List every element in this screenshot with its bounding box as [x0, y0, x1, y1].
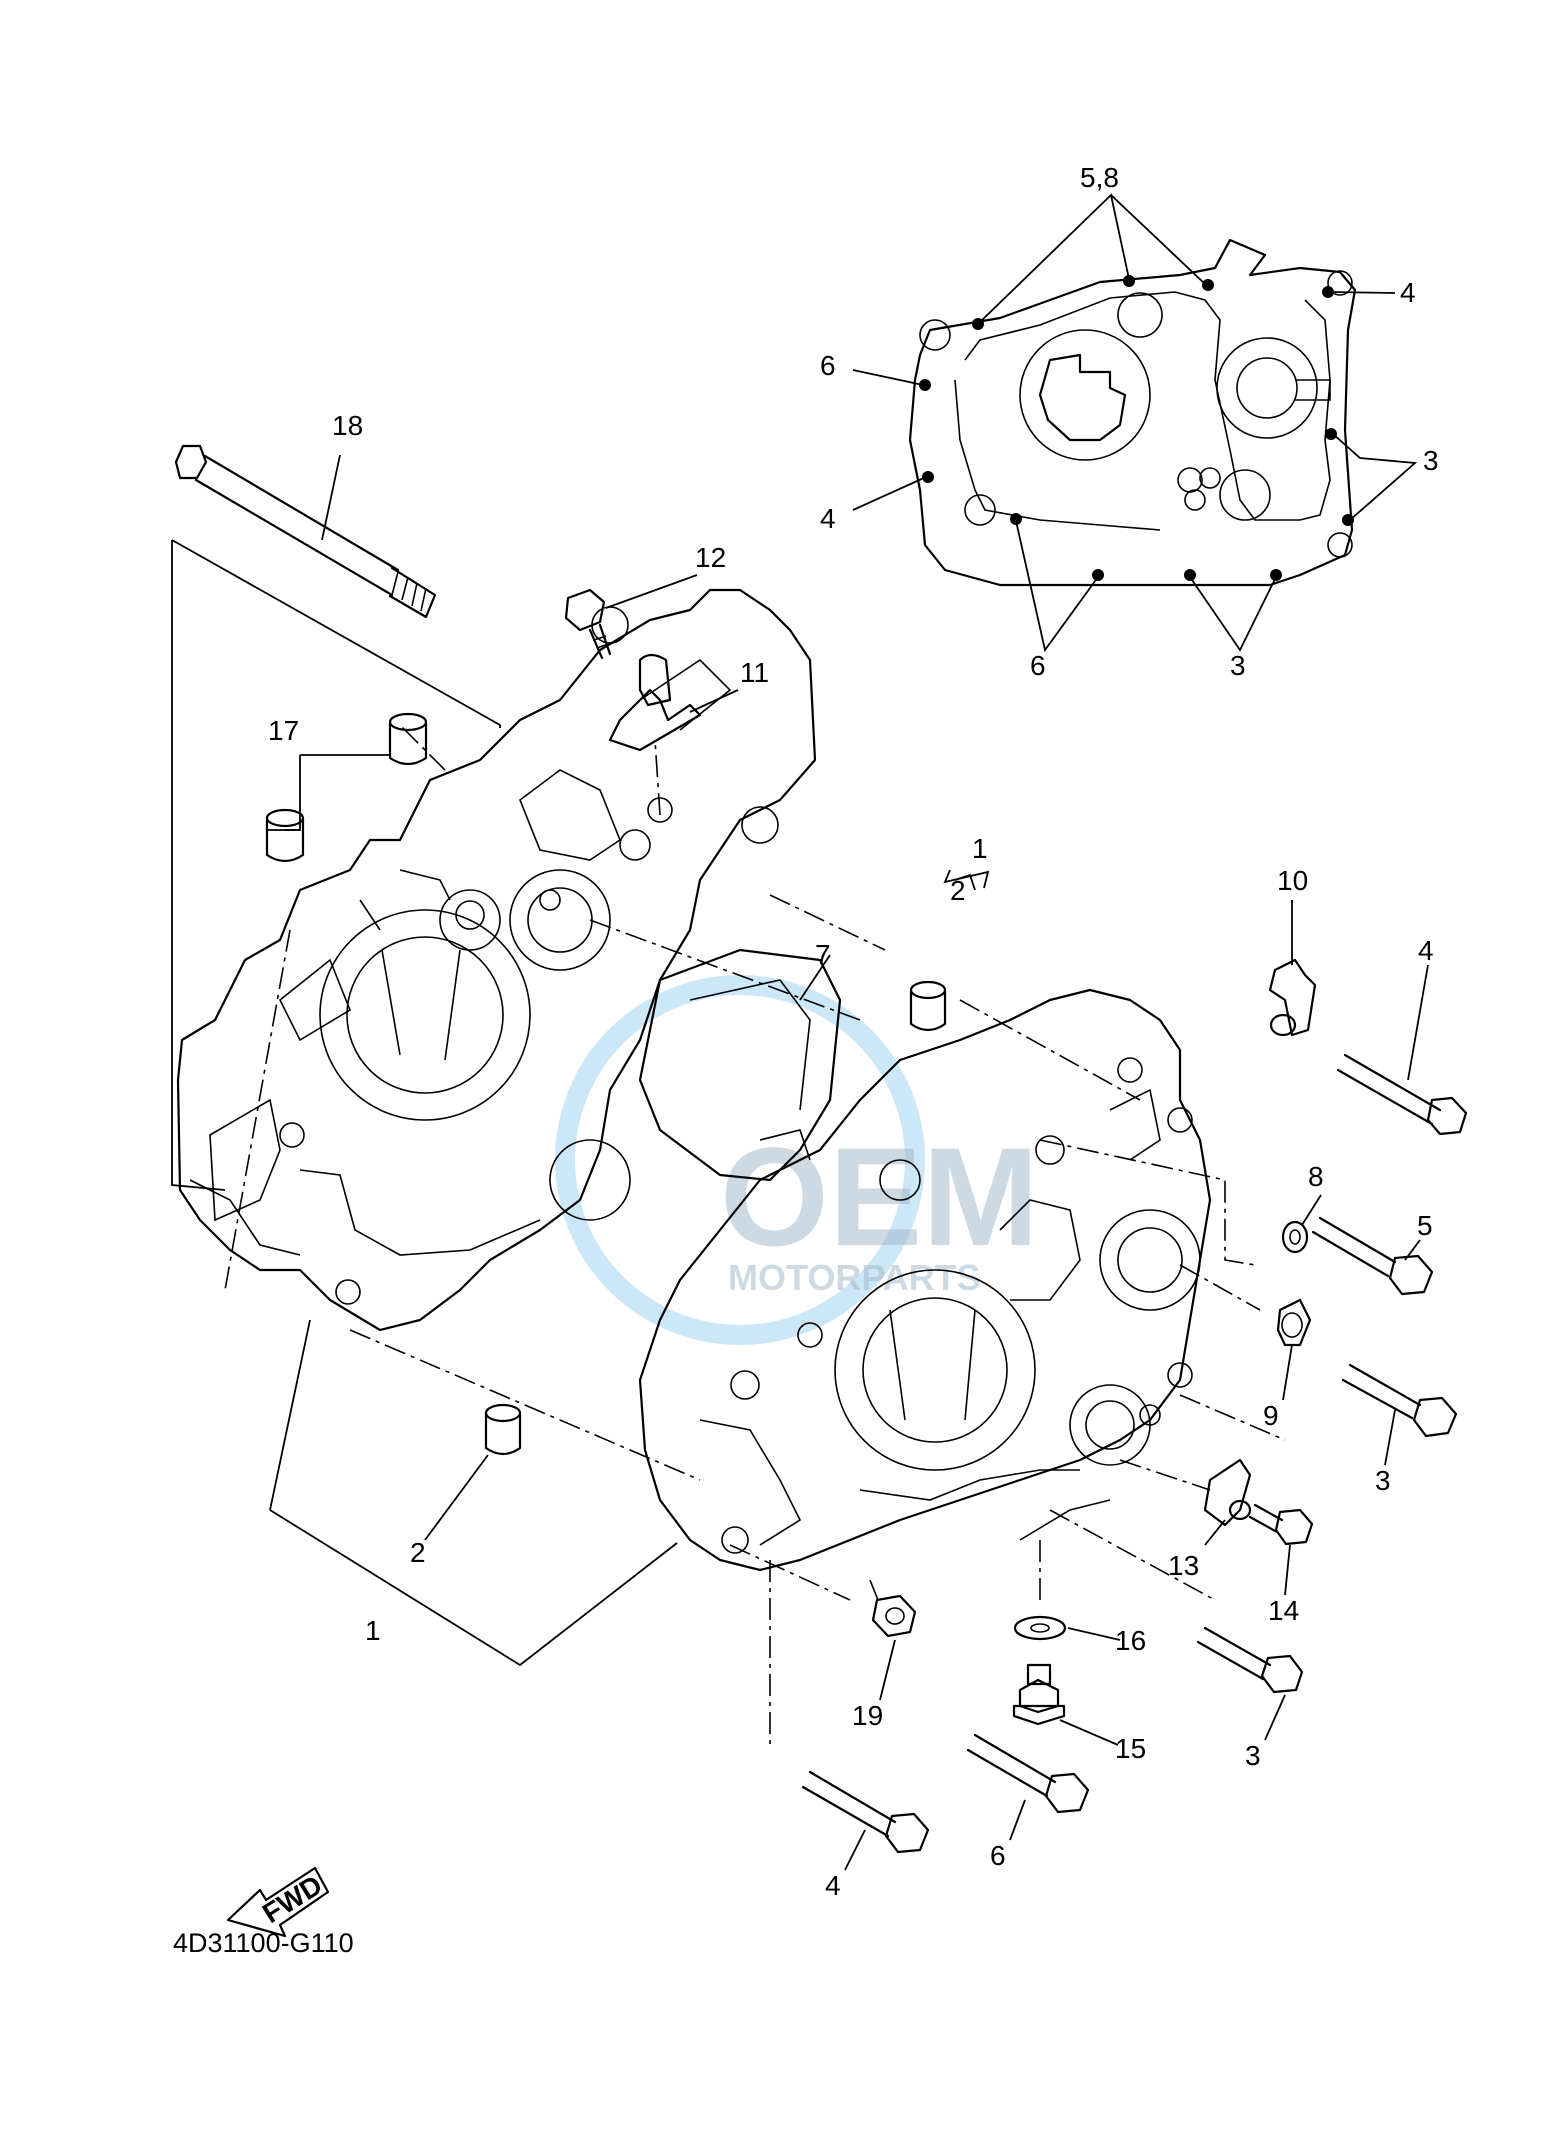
dowel-pin-2-top — [909, 980, 947, 1032]
clip-9 — [1276, 1298, 1312, 1347]
right-crankcase — [638, 988, 1212, 1572]
washer-16 — [1013, 1615, 1067, 1641]
clip-10 — [1268, 958, 1317, 1037]
callout-6: 6 — [1030, 650, 1046, 681]
flange-bolt-12 — [564, 588, 612, 660]
callout-3: 3 — [1375, 1465, 1391, 1496]
bolt-4-upper — [1336, 1053, 1468, 1136]
forward-arrow-icon: FWD — [226, 1866, 330, 1938]
callout-15: 15 — [1115, 1733, 1146, 1764]
dowel-pin-17a — [388, 712, 428, 766]
dowel-pin-17b — [265, 808, 305, 863]
leader-lines — [171, 454, 1429, 1871]
callout-10: 10 — [1277, 865, 1308, 896]
callout-17: 17 — [268, 715, 299, 746]
clamp-13 — [1203, 1458, 1252, 1527]
callout-3: 3 — [1423, 445, 1439, 476]
callout-2: 2 — [950, 875, 966, 906]
watermark-sub: MOTORPARTS — [728, 1257, 981, 1298]
callout-6: 6 — [820, 350, 836, 381]
callout-9: 9 — [1263, 1400, 1279, 1431]
callout-14: 14 — [1268, 1595, 1299, 1626]
callout-labels: 5,8 4 6 4 3 6 3 18 12 11 17 1 2 7 10 4 8… — [268, 162, 1439, 1901]
alignment-lines-right — [729, 1139, 1286, 1750]
long-stud-bolt — [174, 444, 437, 619]
oil-strainer-7 — [638, 948, 842, 1182]
callout-7: 7 — [815, 939, 831, 970]
hose-clamp-11 — [608, 653, 702, 752]
callout-19: 19 — [852, 1700, 883, 1731]
callout-1: 1 — [972, 833, 988, 864]
bolt-5 — [1311, 1216, 1434, 1296]
bolt-pattern-inset — [852, 193, 1418, 653]
callout-1: 1 — [365, 1615, 381, 1646]
oem-watermark: OEM MOTORPARTS — [555, 975, 1039, 1345]
callout-11: 11 — [740, 657, 769, 688]
callout-4: 4 — [820, 503, 836, 534]
nut-19 — [871, 1594, 917, 1638]
callout-5-8: 5,8 — [1080, 162, 1119, 193]
washer-8 — [1281, 1220, 1309, 1254]
callout-4: 4 — [1400, 277, 1416, 308]
callout-6: 6 — [990, 1840, 1006, 1871]
diagram-code: 4D31100-G110 — [173, 1928, 354, 1958]
callout-4: 4 — [1418, 935, 1434, 966]
bolt-3-lower — [1196, 1626, 1304, 1694]
callout-5: 5 — [1417, 1210, 1433, 1241]
dowel-pin-2-bottom — [484, 1403, 522, 1456]
callout-8: 8 — [1308, 1161, 1324, 1192]
callout-3: 3 — [1230, 650, 1246, 681]
left-crankcase — [176, 588, 817, 1332]
bolt-14 — [1248, 1503, 1314, 1546]
callout-13: 13 — [1168, 1550, 1199, 1581]
callout-4: 4 — [825, 1870, 841, 1901]
callout-16: 16 — [1115, 1625, 1146, 1656]
fwd-label: FWD — [257, 1869, 328, 1929]
callout-12: 12 — [695, 542, 726, 573]
callout-2: 2 — [410, 1537, 426, 1568]
bolt-4-bottom — [801, 1770, 930, 1854]
callout-3: 3 — [1245, 1740, 1261, 1771]
alignment-lines-left — [224, 724, 1141, 1481]
callout-18: 18 — [332, 410, 363, 441]
bolt-3-right — [1341, 1363, 1458, 1438]
drain-bolt-15 — [1012, 1663, 1066, 1726]
bolt-6-bottom — [966, 1733, 1090, 1814]
watermark-brand: OEM — [720, 1118, 1039, 1275]
bracket-1-2 — [943, 869, 990, 889]
